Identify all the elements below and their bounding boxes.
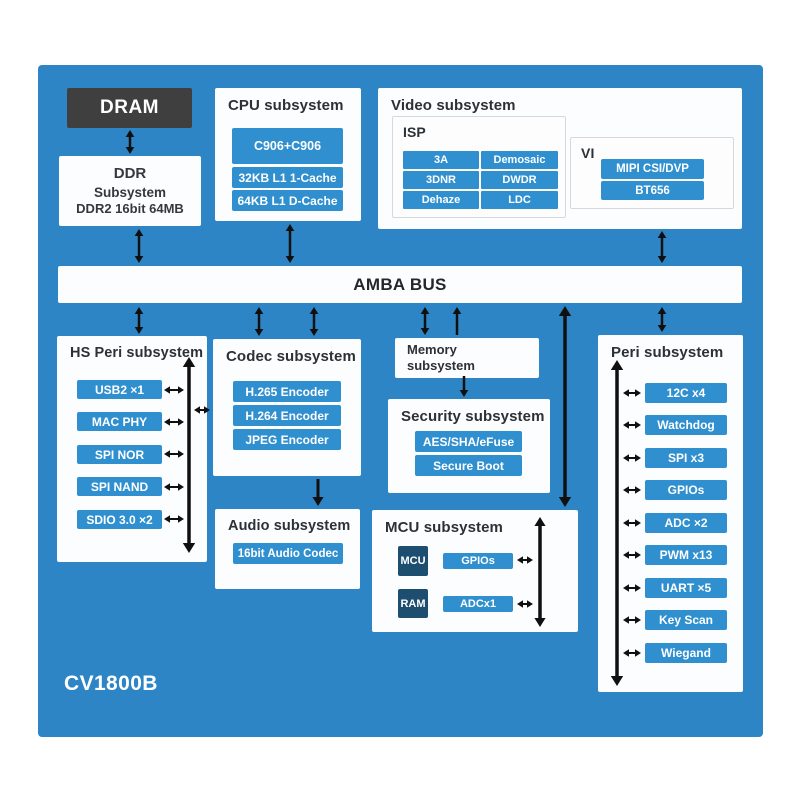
usb2-block: USB2 ×1 bbox=[77, 380, 162, 399]
vi-mipi-block: MIPI CSI/DVP bbox=[601, 159, 704, 179]
chip-name-label: CV1800B bbox=[64, 672, 158, 695]
isp-cell-ldc: LDC bbox=[481, 191, 558, 209]
wiegand-block: Wiegand bbox=[645, 643, 727, 663]
ddr-subsystem-block: DDR Subsystem DDR2 16bit 64MB bbox=[59, 156, 201, 226]
video-subsystem-title: Video subsystem bbox=[391, 97, 516, 114]
h264-encoder-block: H.264 Encoder bbox=[233, 405, 341, 426]
vi-title: VI bbox=[581, 145, 595, 161]
isp-grid: 3A Demosaic 3DNR DWDR Dehaze LDC bbox=[403, 151, 558, 209]
hs-peri-title: HS Peri subsystem bbox=[70, 345, 204, 361]
video-subsystem-block: Video subsystem ISP 3A Demosaic 3DNR DWD… bbox=[378, 88, 742, 229]
audio-codec-block: 16bit Audio Codec bbox=[233, 543, 343, 564]
security-subsystem-block: Security subsystem AES/SHA/eFuse Secure … bbox=[388, 399, 550, 493]
mcu-core-block: MCU bbox=[398, 546, 428, 576]
cpu-icache-block: 32KB L1 1-Cache bbox=[232, 167, 343, 188]
security-subsystem-title: Security subsystem bbox=[401, 408, 545, 425]
key-scan-block: Key Scan bbox=[645, 610, 727, 630]
mac-phy-block: MAC PHY bbox=[77, 412, 162, 431]
audio-subsystem-title: Audio subsystem bbox=[228, 518, 351, 534]
audio-subsystem-block: Audio subsystem 16bit Audio Codec bbox=[215, 509, 360, 589]
h265-encoder-block: H.265 Encoder bbox=[233, 381, 341, 402]
mcu-subsystem-block: MCU subsystem MCU RAM GPIOs ADCx1 bbox=[372, 510, 578, 632]
peri-subsystem-block: Peri subsystem 12C x4 Watchdog SPI x3 GP… bbox=[598, 335, 743, 692]
memory-subsystem-title: Memory subsystem bbox=[407, 342, 475, 374]
codec-subsystem-block: Codec subsystem H.265 Encoder H.264 Enco… bbox=[213, 339, 361, 476]
isp-cell-dehaze: Dehaze bbox=[403, 191, 479, 209]
isp-cell-demosaic: Demosaic bbox=[481, 151, 558, 169]
spi-block: SPI x3 bbox=[645, 448, 727, 468]
cpu-subsystem-block: CPU subsystem C906+C906 32KB L1 1-Cache … bbox=[215, 88, 361, 221]
uart-block: UART ×5 bbox=[645, 578, 727, 598]
vi-block: VI MIPI CSI/DVP BT656 bbox=[570, 137, 734, 209]
spi-nand-block: SPI NAND bbox=[77, 477, 162, 496]
gpios-block: GPIOs bbox=[645, 480, 727, 500]
jpeg-encoder-block: JPEG Encoder bbox=[233, 429, 341, 450]
ddr-title: DDR bbox=[113, 165, 147, 183]
hs-peri-subsystem-block: HS Peri subsystem USB2 ×1 MAC PHY SPI NO… bbox=[57, 336, 207, 562]
mcu-gpios-block: GPIOs bbox=[443, 553, 513, 569]
isp-title: ISP bbox=[403, 124, 426, 140]
aes-sha-efuse-block: AES/SHA/eFuse bbox=[415, 431, 522, 452]
memory-subsystem-block: Memory subsystem bbox=[395, 338, 539, 378]
ddr-spec: DDR2 16bit 64MB bbox=[76, 201, 184, 217]
vi-bt656-block: BT656 bbox=[601, 181, 704, 200]
isp-cell-3dnr: 3DNR bbox=[403, 171, 479, 189]
pwm-block: PWM x13 bbox=[645, 545, 727, 565]
dram-block: DRAM bbox=[67, 88, 192, 128]
i2c-block: 12C x4 bbox=[645, 383, 727, 403]
isp-cell-dwdr: DWDR bbox=[481, 171, 558, 189]
cpu-subsystem-title: CPU subsystem bbox=[228, 97, 344, 114]
isp-cell-3a: 3A bbox=[403, 151, 479, 169]
codec-subsystem-title: Codec subsystem bbox=[226, 348, 356, 365]
adc-block: ADC ×2 bbox=[645, 513, 727, 533]
spi-nor-block: SPI NOR bbox=[77, 445, 162, 464]
mcu-ram-block: RAM bbox=[398, 589, 428, 618]
watchdog-block: Watchdog bbox=[645, 415, 727, 435]
ddr-subtitle: Subsystem bbox=[93, 184, 167, 200]
isp-block: ISP 3A Demosaic 3DNR DWDR Dehaze LDC bbox=[392, 116, 566, 218]
cpu-dcache-block: 64KB L1 D-Cache bbox=[232, 190, 343, 211]
sdio-block: SDIO 3.0 ×2 bbox=[77, 510, 162, 529]
mcu-adc-block: ADCx1 bbox=[443, 596, 513, 612]
amba-bus: AMBA BUS bbox=[58, 266, 742, 303]
peri-subsystem-title: Peri subsystem bbox=[611, 344, 724, 361]
mcu-subsystem-title: MCU subsystem bbox=[385, 519, 503, 536]
cpu-core-block: C906+C906 bbox=[232, 128, 343, 164]
secure-boot-block: Secure Boot bbox=[415, 455, 522, 476]
